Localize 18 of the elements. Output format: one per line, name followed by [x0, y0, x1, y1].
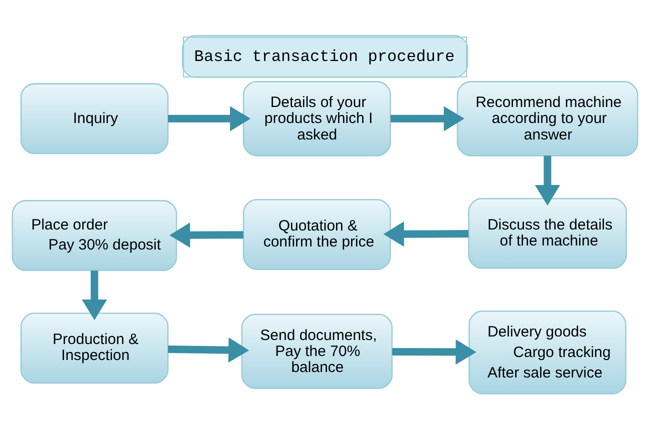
node-box: Discuss the details of the machine [468, 198, 627, 269]
node-box: Delivery goods Cargo tracking After sale service [468, 310, 626, 394]
node-box: Details of your products which I asked [242, 81, 392, 156]
arrow [534, 156, 560, 206]
arrow [392, 339, 476, 365]
node-box: Place order Pay 30% deposit [12, 200, 178, 272]
arrow [82, 270, 108, 320]
node-box: Send documents, Pay the 70% balance [241, 314, 393, 389]
node-box: Inquiry [20, 83, 169, 154]
arrow [169, 222, 244, 248]
arrow [383, 221, 469, 247]
arrow [390, 106, 464, 132]
arrow [168, 106, 251, 132]
node-box: Recommend machine according to your answer [456, 81, 638, 156]
diagram-title: Basic transaction procedure [194, 48, 455, 66]
node-box: Production & Inspection [20, 312, 169, 384]
arrow [168, 337, 250, 363]
node-box: Quotation & confirm the price [242, 199, 392, 270]
